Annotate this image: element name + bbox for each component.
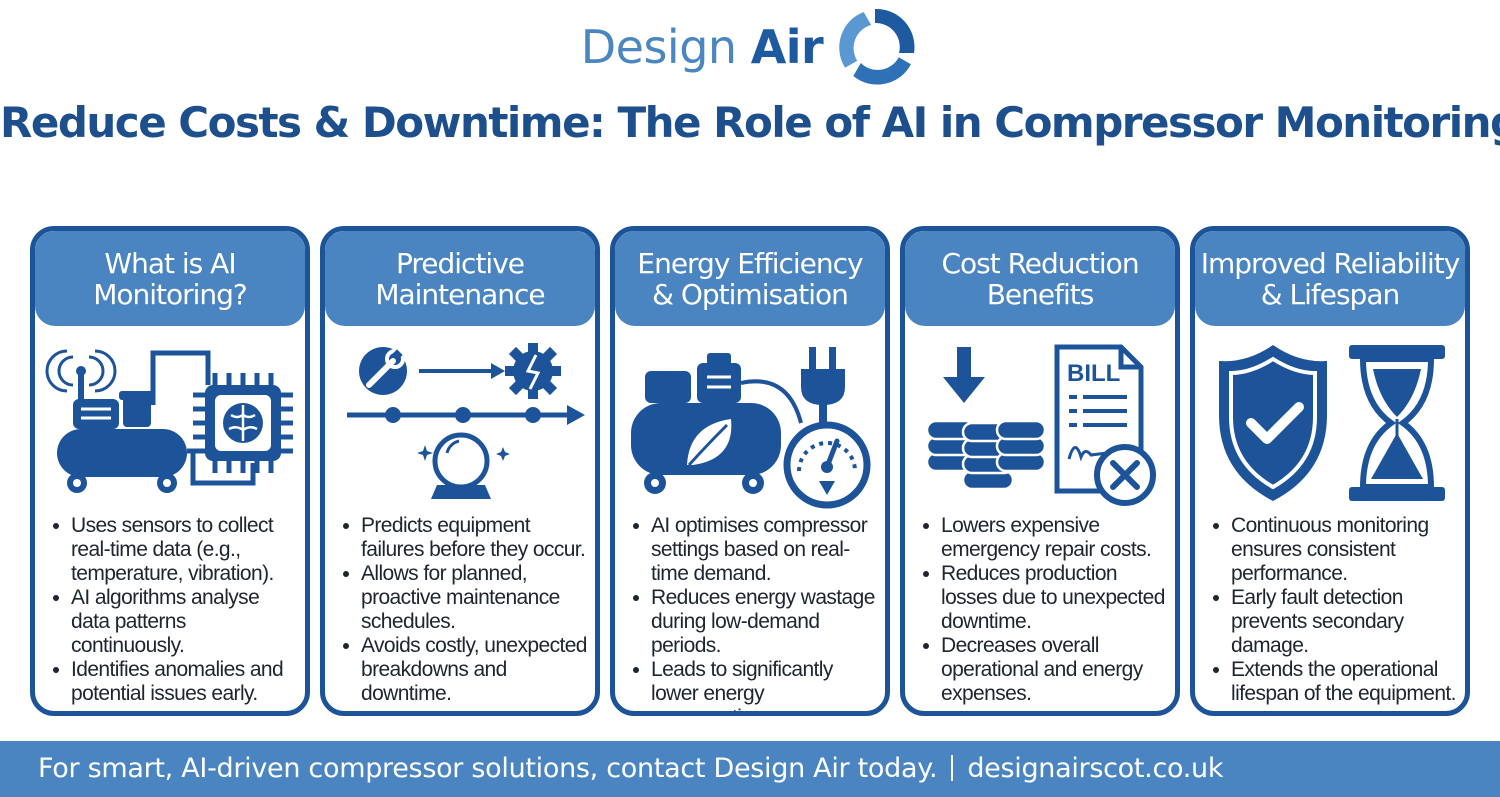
card-title-line1: What is AI [104, 246, 236, 280]
list-item: Allows for planned, proactive maintenanc… [339, 562, 591, 634]
list-item: Extends the operational lifespan of the … [1209, 658, 1461, 706]
card-title-line1: Predictive [395, 246, 525, 280]
bullet-list: Predicts equipment failures before they … [339, 514, 591, 706]
plug-icon [801, 347, 845, 423]
card-illustration [45, 349, 293, 493]
wrench-icon [359, 347, 407, 395]
brand-word-air: Air [750, 20, 824, 74]
brand-wordmark: Design Air [581, 20, 824, 74]
page-title: Reduce Costs & Downtime: The Role of AI … [0, 98, 1500, 147]
list-item: Identifies anomalies and potential issue… [49, 658, 301, 706]
card-illustration [631, 347, 871, 509]
brand-word-design: Design [580, 20, 737, 74]
card-ai-monitoring: What is AI Monitoring? [30, 226, 310, 716]
compressor-icon [45, 349, 187, 493]
card-title-line2: & Optimisation [652, 277, 849, 311]
crystal-ball-icon [417, 432, 510, 499]
ai-chip-brain-icon [193, 373, 293, 473]
card-title-line2: & Lifespan [1260, 277, 1400, 311]
footer-cta: For smart, AI-driven compressor solution… [38, 753, 938, 784]
list-item: Uses sensors to collect real-time data (… [49, 514, 301, 586]
card-header: Energy Efficiency & Optimisation [615, 231, 885, 326]
coin-stack-icon [925, 419, 1047, 491]
bullet-list: Continuous monitoring ensures consistent… [1209, 514, 1461, 706]
card-title-line1: Energy Efficiency [637, 246, 863, 280]
gear-icon [505, 343, 561, 399]
close-circle-icon [1094, 444, 1156, 506]
list-item: Reduces production losses due to unexpec… [919, 562, 1171, 634]
swirl-logo-icon [839, 8, 915, 85]
list-item: Early fault detection prevents secondary… [1209, 586, 1461, 658]
card-predictive-maintenance: Predictive Maintenance [320, 226, 600, 716]
bullet-list: Uses sensors to collect real-time data (… [49, 514, 301, 706]
compressor-icon [631, 353, 781, 494]
list-item: Predicts equipment failures before they … [339, 514, 591, 562]
card-title-line2: Benefits [986, 277, 1095, 311]
shield-check-icon [1219, 345, 1327, 501]
card-title-line2: Monitoring? [93, 277, 248, 311]
card-improved-reliability: Improved Reliability & Lifespan Continuo… [1190, 226, 1470, 716]
footer-banner: For smart, AI-driven compressor solution… [0, 741, 1500, 797]
card-illustration [347, 343, 585, 499]
hourglass-icon [1349, 345, 1445, 501]
card-illustration [1219, 345, 1445, 501]
list-item: Continuous monitoring ensures consistent… [1209, 514, 1461, 586]
card-cost-reduction: Cost Reduction Benefits BILL [900, 226, 1180, 716]
bullet-list: AI optimises compressor settings based o… [629, 514, 881, 711]
card-title-line1: Cost Reduction [941, 246, 1139, 280]
card-illustration: BILL [925, 344, 1156, 506]
arrow-down-icon [943, 347, 985, 403]
card-header: Cost Reduction Benefits [905, 231, 1175, 326]
list-item: AI algorithms analyse data patterns cont… [49, 586, 301, 658]
list-item: Lowers expensive emergency repair costs. [919, 514, 1171, 562]
feature-cards: What is AI Monitoring? [30, 226, 1470, 716]
footer-website-link[interactable]: designairscot.co.uk [967, 753, 1224, 784]
card-title-line1: Improved Reliability [1200, 246, 1461, 280]
footer-separator [951, 755, 954, 781]
list-item: Decreases overall operational and energy… [919, 634, 1171, 706]
card-header: Predictive Maintenance [325, 231, 595, 326]
card-header: Improved Reliability & Lifespan [1195, 231, 1465, 326]
gauge-icon [783, 421, 871, 509]
list-item: Leads to significantly lower energy cons… [629, 658, 881, 711]
leaf-icon [687, 419, 732, 467]
card-title-line2: Maintenance [375, 277, 545, 311]
timeline-arrow-icon [347, 405, 585, 425]
card-energy-efficiency: Energy Efficiency & Optimisation [610, 226, 890, 716]
list-item: AI optimises compressor settings based o… [629, 514, 881, 586]
list-item: Reduces energy wastage during low-demand… [629, 586, 881, 658]
bullet-list: Lowers expensive emergency repair costs.… [919, 514, 1171, 706]
bill-label: BILL [1067, 360, 1120, 387]
card-header: What is AI Monitoring? [35, 231, 305, 326]
brand-logo: Design Air [0, 4, 1500, 90]
list-item: Avoids costly, unexpected breakdowns and… [339, 634, 591, 706]
